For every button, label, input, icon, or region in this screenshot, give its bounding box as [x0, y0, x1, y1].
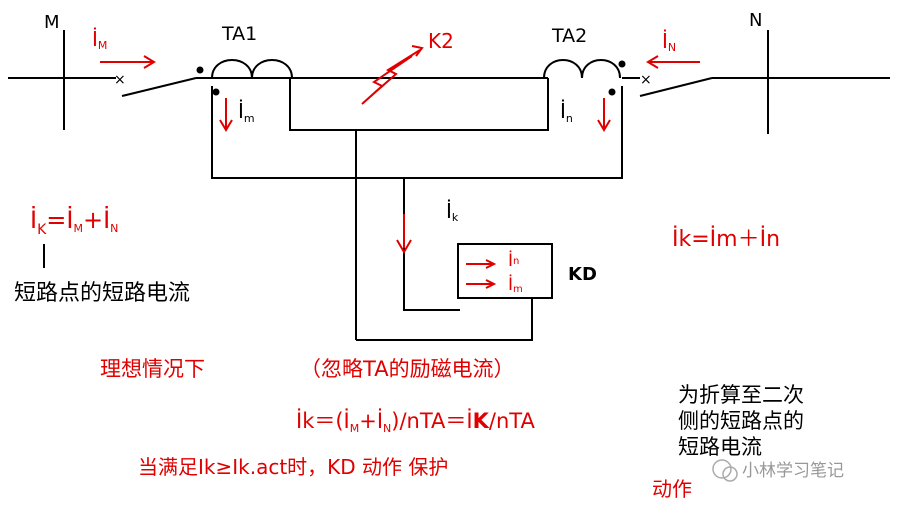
ta2-coil	[543, 59, 626, 96]
secondary-formula: İk＝(İM+İN)/nTA＝İK/nTA	[296, 408, 535, 435]
breaker-m-cross: ×	[114, 72, 126, 88]
fault-label: K2	[428, 29, 454, 53]
ta1-coil	[196, 59, 293, 96]
i-m-secondary-arrowhead	[219, 119, 233, 132]
relay-feed-wire	[403, 178, 460, 311]
relay-kd-label: KD	[568, 264, 597, 285]
secondary-note-line1: 为折算至二次	[678, 383, 804, 407]
breaker-n-cross: ×	[640, 72, 652, 88]
ta2-polarity-dot	[618, 60, 626, 68]
secondary-loop-inner	[289, 78, 549, 131]
fault-current-formula: İK=İM+İN	[30, 205, 118, 238]
relay-in-label: İn	[508, 250, 519, 271]
i-m-arrowhead	[143, 55, 156, 69]
ideal-condition-text: 理想情况下	[100, 357, 205, 381]
ignore-note-text: （忽略TA的励磁电流）	[300, 357, 515, 381]
ta1-label: TA1	[221, 23, 257, 45]
secondary-loop-outer	[211, 86, 623, 179]
relay-return-bottom	[356, 298, 533, 341]
breaker-m-blade	[121, 77, 197, 97]
relay-arrowhead-m	[485, 279, 497, 289]
relay-im-label: İm	[508, 274, 523, 295]
i-m-secondary-label: İm	[238, 99, 255, 125]
fault-arrowhead	[411, 45, 424, 57]
i-n-arrowhead	[646, 55, 659, 69]
fault-current-caption: 短路点的短路电流	[14, 281, 190, 306]
wechat-icon	[712, 459, 732, 479]
ta2-label: TA2	[551, 25, 587, 47]
ta1-polarity-dot	[196, 66, 204, 74]
i-m-primary-label: İM	[92, 27, 107, 52]
action-condition-text: 当满足Ik≥Ik.act时，KD 动作 保护	[138, 455, 448, 479]
watermark: 小林学习笔记	[712, 459, 844, 482]
bus-m-label: M	[44, 12, 60, 33]
secondary-note-line3: 短路电流	[678, 435, 762, 459]
fault-lightning	[361, 49, 421, 105]
i-n-primary-label: İN	[662, 29, 676, 54]
watermark-text: 小林学习笔记	[742, 461, 844, 481]
action-word-text: 动作	[652, 477, 692, 501]
relay-kd-box	[457, 243, 553, 299]
i-k-arrowhead	[396, 239, 412, 254]
secondary-note-line2: 侧的短路点的	[678, 409, 804, 433]
i-k-label: İk	[446, 199, 459, 224]
relay-arrowhead-n	[485, 259, 497, 269]
breaker-n-blade	[639, 77, 713, 97]
i-n-secondary-arrowhead	[597, 119, 611, 132]
ta2-secondary-dot	[608, 88, 616, 96]
i-n-secondary-label: İn	[560, 99, 573, 125]
ta1-secondary-dot	[212, 88, 220, 96]
bus-n-label: N	[749, 10, 762, 31]
relay-current-formula: İk=İm＋İn	[672, 226, 780, 252]
